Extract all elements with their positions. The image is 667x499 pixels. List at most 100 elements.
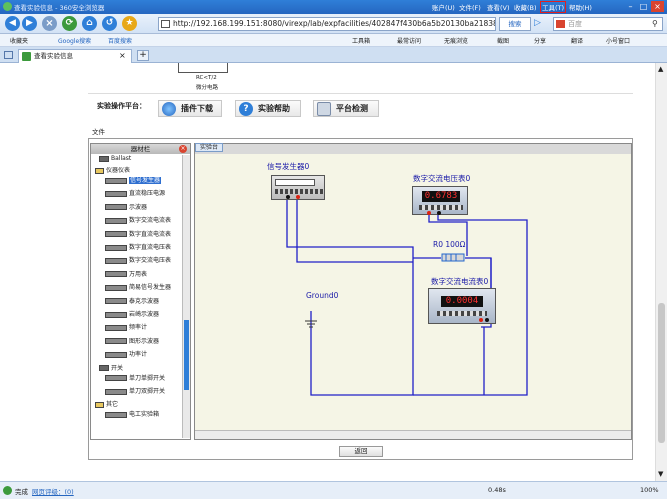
fav-item-baidu[interactable]: 百度搜索 [108,38,133,45]
tree-item[interactable]: 单刀双掷开关 [105,386,165,395]
tree-item[interactable]: 频率计 [105,322,147,331]
tree-item[interactable]: 岩崎示波器 [105,309,159,318]
title-bar: 查看实验信息 - 360安全浏览器 账户(U) 文件(F) 查看(V) 收藏(B… [0,0,667,14]
equipment-scroll-thumb[interactable] [184,320,189,390]
zoom-level-text[interactable]: 100% [640,486,659,494]
menu-file[interactable]: 文件(F) [459,4,481,12]
tree-item[interactable]: 数字交流电流表 [105,215,171,224]
search-icon[interactable]: ⚲ [652,19,658,28]
help-icon: ? [239,102,253,116]
fav-item-google[interactable]: Google搜索 [58,38,92,45]
favorite-star-icon[interactable]: ★ [122,16,137,31]
tree-item[interactable]: 功率计 [105,349,147,358]
undo-icon[interactable]: ↺ [102,16,117,31]
signal-generator-device[interactable] [271,175,325,200]
menu-help[interactable]: 帮助(H) [569,4,592,12]
tree-item[interactable]: 电工实验箱 [105,409,159,418]
tab-workbench[interactable]: 实验台 [195,143,223,152]
voltmeter-label: 数字交流电压表0 [413,174,471,183]
tree-item[interactable]: 开关 [99,363,123,372]
scroll-up-icon[interactable]: ▲ [658,65,664,73]
instrument-icon [99,365,109,372]
menu-favorites[interactable]: 收藏(B) [514,4,537,12]
small-window-button[interactable]: 小号窗口 [606,38,631,45]
tab-close-icon[interactable]: × [119,51,126,60]
instrument-icon [105,231,127,238]
search-engine-button[interactable]: 搜索 [499,17,531,31]
page-scroll-thumb[interactable] [658,303,665,443]
tree-item[interactable]: 信号发生器 [105,175,162,184]
page-rating-link[interactable]: 网页评级：(0) [32,488,74,496]
ammeter-readout: 0.0004 [441,296,483,307]
maximize-button[interactable]: □ [639,2,648,11]
tree-item[interactable]: 数字直流电流表 [105,229,171,238]
tree-item[interactable]: 简易信号发生器 [105,282,171,291]
instrument-icon [105,351,127,358]
back-button[interactable]: 返回 [339,446,383,457]
tab-label: 查看实验信息 [34,52,73,60]
workbench-canvas[interactable]: 信号发生器0 0.6783 数字交流电压表0 R0 100Ω 0.0004 数字… [194,143,632,440]
tree-item[interactable]: 数字直流电压表 [105,242,171,251]
workbench-hscrollbar[interactable] [195,430,631,439]
back-icon[interactable]: ◀ [5,16,20,31]
menu-account[interactable]: 账户(U) [432,4,455,12]
fav-item-favorites[interactable]: 收藏夹 [10,38,29,45]
sidebar-toggle-icon[interactable] [4,51,13,59]
go-icon[interactable]: ▷ [534,18,541,28]
equipment-scrollbar[interactable] [182,155,190,438]
tree-item[interactable]: 万用表 [105,269,147,278]
tree-item[interactable]: 数字交流电压表 [105,255,171,264]
search-input[interactable]: 百度 ⚲ [553,17,663,31]
tree-item[interactable]: 单刀单掷开关 [105,373,165,382]
screenshot-button[interactable]: 截图 [497,38,510,45]
tree-item-label: 单刀单掷开关 [129,374,166,382]
experiment-help-button[interactable]: ? 实验帮助 [235,100,301,117]
ac-ammeter-device[interactable]: 0.0004 [428,288,496,324]
instrument-icon [105,411,127,418]
most-visited-button[interactable]: 最常访问 [397,38,422,45]
refresh-icon[interactable]: ⟳ [62,16,77,31]
minimize-button[interactable]: – [628,2,633,11]
scroll-down-icon[interactable]: ▼ [658,470,664,478]
close-window-button[interactable]: × [651,1,664,12]
forward-icon[interactable]: ▶ [22,16,37,31]
tree-item-label: 示波器 [129,203,148,211]
plugin-download-button[interactable]: 插件下载 [158,100,222,117]
tree-item[interactable]: 示波器 [105,202,147,211]
incognito-button[interactable]: 无痕浏览 [444,38,469,45]
page-scrollbar[interactable]: ▲ ▼ [655,63,667,481]
equipment-tree: Ballast 仪器仪表信号发生器直流稳压电源示波器数字交流电流表数字直流电流表数… [91,155,183,437]
tree-item[interactable]: 泰克示波器 [105,296,159,305]
platform-check-button[interactable]: 平台检测 [313,100,379,117]
tree-item-label: 数字直流电压表 [129,244,172,251]
tab-experiment-info[interactable]: 查看实验信息 × [18,49,132,63]
address-bar[interactable]: http://192.168.199.151:8080/virexp/lab/e… [158,17,496,31]
close-page-icon[interactable]: × [42,16,57,31]
tree-item[interactable]: 仪器仪表 [95,165,130,174]
ground-label: Ground0 [306,291,339,300]
tree-item-label: 功率计 [129,351,148,359]
translate-button[interactable]: 翻译 [571,38,584,45]
toolbox-button[interactable]: 工具箱 [352,38,371,45]
equipment-panel-title: 器材栏 [130,145,151,153]
tree-item[interactable]: Ballast [99,155,131,162]
platform-check-label: 平台检测 [336,104,368,113]
new-tab-button[interactable]: + [137,50,149,61]
page-icon [161,20,170,28]
wire-voltmeter-right [413,210,528,396]
circuit-caption-1: RC<T/2 [196,75,217,81]
instrument-icon [105,217,127,224]
tree-item[interactable]: 其它 [95,399,118,408]
app-file-menu[interactable]: 文件 [92,128,105,136]
tree-item-label: 数字交流电压表 [129,257,172,265]
tree-item[interactable]: 图形示波器 [105,336,159,345]
menu-view[interactable]: 查看(V) [487,4,510,12]
ac-voltmeter-device[interactable]: 0.6783 [412,186,468,215]
menu-tools[interactable]: 工具(T) [540,1,567,13]
share-button[interactable]: 分享 [534,38,547,45]
home-icon[interactable]: ⌂ [82,16,97,31]
folder-icon [95,401,104,408]
panel-close-icon[interactable]: × [179,145,187,153]
tree-item[interactable]: 直流稳压电源 [105,188,165,197]
status-bar: 完成 网页评级：(0) 0.48s 100% [0,481,667,499]
